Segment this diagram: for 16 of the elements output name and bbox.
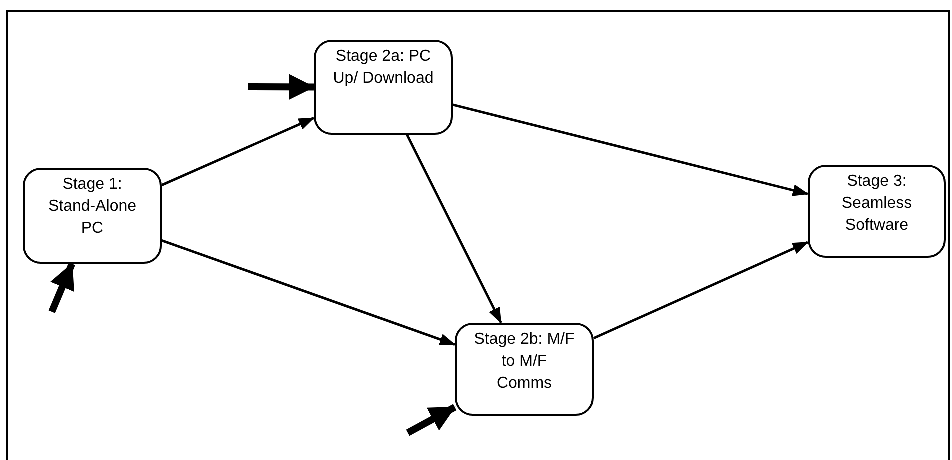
arrow — [48, 262, 76, 314]
stage-label: Stage 2a: PC Up/ Download — [332, 47, 435, 89]
arrow — [452, 104, 809, 196]
stage-box — [23, 168, 162, 264]
arrow — [162, 117, 315, 186]
arrow — [162, 240, 456, 346]
stage-box — [455, 323, 594, 416]
arrow — [248, 74, 315, 100]
stage-label: Stage 1: Stand-Alone PC — [47, 175, 138, 239]
stage-box — [314, 40, 453, 135]
arrow — [406, 134, 502, 324]
stage-label: Stage 2b: M/F to M/F Comms — [473, 330, 576, 394]
stage-box — [808, 165, 946, 258]
arrow — [593, 241, 809, 340]
stage-label: Stage 3: Seamless Software — [840, 172, 914, 236]
arrow — [406, 404, 457, 436]
